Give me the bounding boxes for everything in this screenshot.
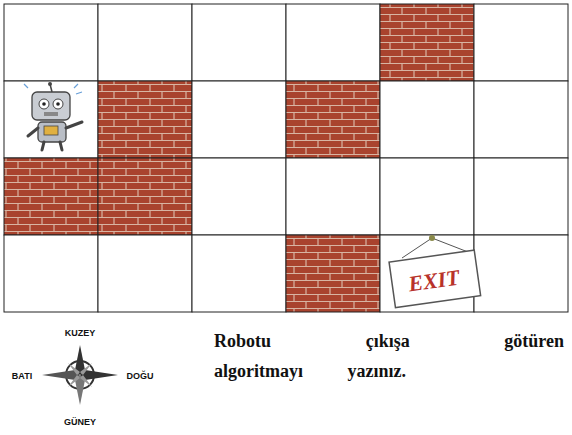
grid-cell xyxy=(98,4,192,81)
grid-cell xyxy=(286,4,380,81)
grid-cell xyxy=(4,81,98,158)
brick-wall xyxy=(380,4,474,81)
grid-cell xyxy=(192,235,286,312)
grid-cell xyxy=(474,158,568,235)
grid-cell xyxy=(98,235,192,312)
compass-label: GÜNEY xyxy=(64,417,96,427)
compass-label: DOĞU xyxy=(127,371,154,381)
compass-label: BATI xyxy=(12,371,32,381)
brick-wall xyxy=(286,81,380,158)
robot-figure xyxy=(24,82,82,150)
grid-cell xyxy=(192,81,286,158)
grid-cell xyxy=(4,235,98,312)
compass-rose xyxy=(42,345,118,405)
grid-cell xyxy=(192,158,286,235)
brick-wall xyxy=(98,81,192,158)
instruction-text: Robotu çıkışa götüren algoritmayı yazını… xyxy=(214,326,564,386)
grid-cell xyxy=(286,158,380,235)
grid-cell xyxy=(380,81,474,158)
grid-cell xyxy=(192,4,286,81)
grid-cell xyxy=(474,4,568,81)
grid-cell xyxy=(474,235,568,312)
compass-label: KUZEY xyxy=(65,328,96,338)
brick-wall xyxy=(4,158,98,235)
grid-cell xyxy=(474,81,568,158)
exit-sign xyxy=(389,235,481,308)
brick-wall xyxy=(98,158,192,235)
grid-cell xyxy=(4,4,98,81)
grid xyxy=(4,4,568,312)
brick-wall xyxy=(286,235,380,312)
grid-cell xyxy=(380,158,474,235)
